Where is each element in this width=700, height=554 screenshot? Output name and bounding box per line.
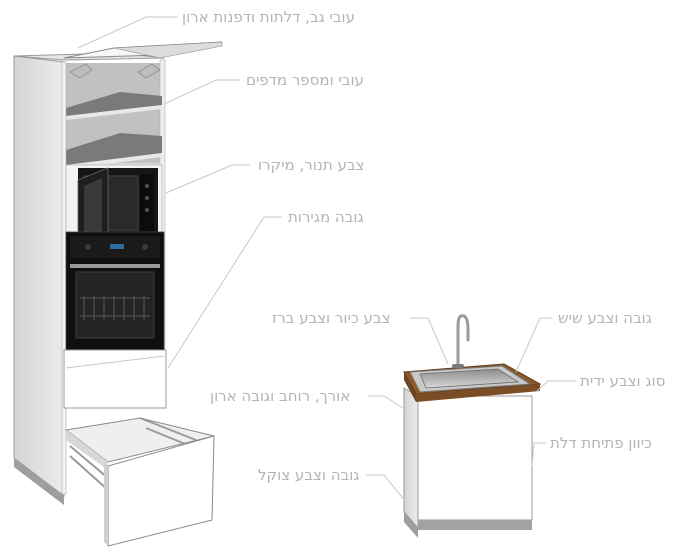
oven — [65, 231, 165, 351]
leader-line — [535, 380, 576, 393]
sink-base-cabinet — [403, 314, 542, 538]
cabinet-shelf — [66, 92, 162, 120]
cabinet-plinth — [14, 458, 64, 505]
faucet — [452, 314, 470, 368]
hinge-bracket — [69, 63, 161, 79]
tall-oven-cabinet — [13, 41, 223, 547]
label-countertop-height-color: גובה וצבע שיש — [558, 309, 652, 327]
cabinet-door — [417, 395, 533, 521]
label-top-board-doors-thickness: עובי גב, דלתות ודפנות ארון — [182, 8, 355, 26]
leader-line — [167, 216, 282, 369]
oven-handle — [70, 264, 160, 268]
label-drawers-height: גובה מגירות — [288, 208, 364, 226]
cabinet-plinth — [404, 512, 418, 538]
label-door-opening-direction: כיוון פתיחת דלת — [550, 434, 652, 452]
label-sink-faucet-color: צבע כיור וצבע ברז — [272, 309, 391, 327]
label-shelf-thickness-count: עובי ומספר מדפים — [246, 71, 364, 89]
label-handle-type-color: סוג וצבע ידית — [580, 372, 666, 390]
label-cabinet-dimensions: אורך, רוחב וגובה ארון — [210, 387, 351, 405]
cabinet-side-panel — [13, 55, 65, 498]
label-oven-microwave-color: צבע תנור, מיקרו — [258, 156, 365, 174]
leader-line — [410, 317, 449, 365]
label-plinth-height-color: גובה וצבע צוקל — [258, 466, 360, 484]
leader-line — [366, 474, 407, 503]
sink-basin — [409, 365, 532, 393]
leader-line — [163, 79, 240, 105]
leader-line — [531, 442, 546, 467]
leader-line — [165, 164, 250, 194]
cabinet-drawer — [63, 349, 167, 409]
leader-line — [515, 317, 552, 373]
leader-line — [368, 395, 407, 411]
leader-line — [77, 16, 178, 49]
open-drawer — [64, 417, 215, 547]
